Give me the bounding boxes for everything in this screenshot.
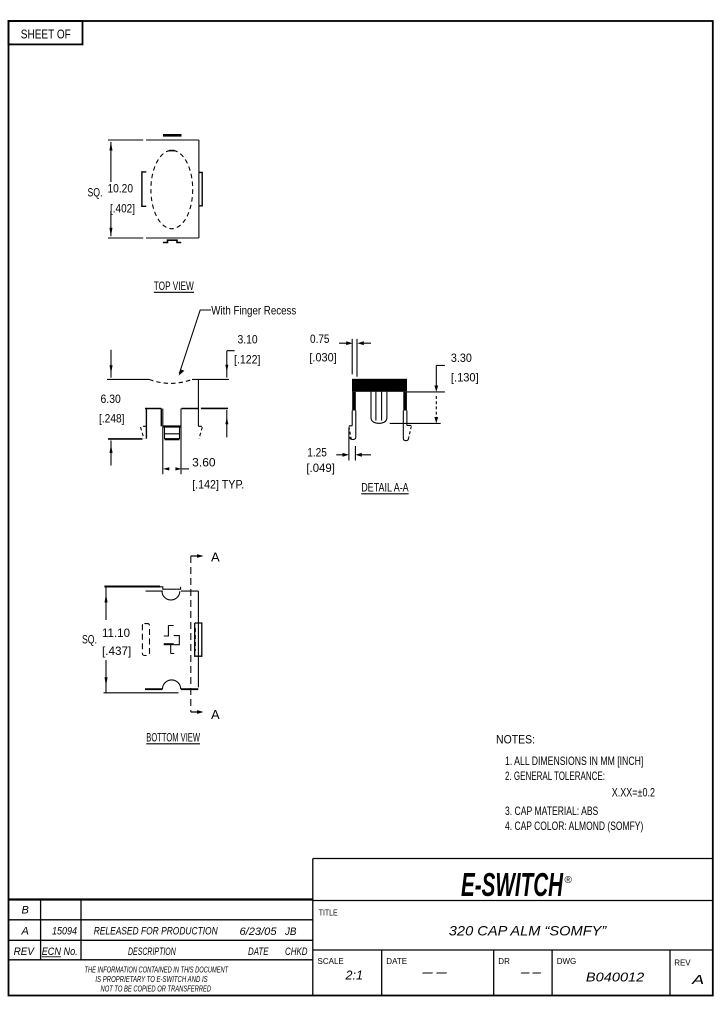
svg-text:ECN No.: ECN No. xyxy=(42,946,78,958)
svg-text:3.60: 3.60 xyxy=(192,456,216,470)
svg-text:NOTES:: NOTES: xyxy=(496,733,535,747)
svg-text:DESCRIPTION: DESCRIPTION xyxy=(128,946,176,958)
svg-text:[.248]: [.248] xyxy=(99,411,125,425)
svg-text:--: -- xyxy=(420,965,450,980)
svg-text:RELEASED FOR PRODUCTION: RELEASED FOR PRODUCTION xyxy=(94,926,218,938)
svg-text:15094: 15094 xyxy=(52,926,77,938)
svg-text:1. ALL DIMENSIONS IN MM [INCH]: 1. ALL DIMENSIONS IN MM [INCH] xyxy=(505,754,643,768)
svg-text:JB: JB xyxy=(284,926,296,938)
svg-text:DWG: DWG xyxy=(557,957,577,966)
svg-text:0.75: 0.75 xyxy=(310,332,330,346)
svg-text:6/23/05: 6/23/05 xyxy=(240,926,278,938)
svg-text:3. CAP MATERIAL: ABS: 3. CAP MATERIAL: ABS xyxy=(505,804,598,818)
svg-text:[.049]: [.049] xyxy=(306,461,335,475)
svg-text:IS PROPRIETARY TO E-SWITCH AND: IS PROPRIETARY TO E-SWITCH AND IS xyxy=(95,975,208,984)
svg-text:TOP VIEW: TOP VIEW xyxy=(154,279,194,293)
svg-text:CHKD: CHKD xyxy=(285,946,308,958)
svg-text:[.122]: [.122] xyxy=(234,353,261,367)
svg-text:1.25: 1.25 xyxy=(307,446,327,460)
svg-text:®: ® xyxy=(565,875,573,886)
svg-text:REV: REV xyxy=(674,959,691,968)
svg-text:[.142] TYP.: [.142] TYP. xyxy=(192,477,244,491)
svg-text:SQ.: SQ. xyxy=(82,633,97,647)
svg-text:BOTTOM VIEW: BOTTOM VIEW xyxy=(146,731,200,745)
svg-text:[.437]: [.437] xyxy=(102,644,131,658)
svg-text:6.30: 6.30 xyxy=(101,392,122,406)
svg-text:3.30: 3.30 xyxy=(451,351,472,365)
svg-text:THE INFORMATION CONTAINED IN T: THE INFORMATION CONTAINED IN THIS DOCUME… xyxy=(85,966,229,975)
svg-text:DATE: DATE xyxy=(248,946,269,958)
svg-text:320 CAP ALM “SOMFY”: 320 CAP ALM “SOMFY” xyxy=(449,923,608,939)
svg-text:SQ.: SQ. xyxy=(88,186,103,200)
svg-text:[.130]: [.130] xyxy=(451,371,479,385)
svg-text:4. CAP COLOR: ALMOND (SOMFY): 4. CAP COLOR: ALMOND (SOMFY) xyxy=(505,819,643,833)
svg-text:--: -- xyxy=(519,965,544,980)
svg-text:A: A xyxy=(211,707,220,722)
svg-text:[.402]: [.402] xyxy=(110,202,135,216)
svg-text:A: A xyxy=(691,972,704,987)
svg-text:A: A xyxy=(21,926,29,938)
svg-text:2:1: 2:1 xyxy=(345,968,363,983)
svg-text:E-SWITCH: E-SWITCH xyxy=(461,866,564,903)
svg-text:X.XX=±0.2: X.XX=±0.2 xyxy=(612,786,656,800)
svg-text:DETAIL A-A: DETAIL A-A xyxy=(361,481,409,495)
svg-text:[.030]: [.030] xyxy=(309,351,336,365)
svg-text:SHEET OF: SHEET OF xyxy=(21,27,71,42)
svg-text:DATE: DATE xyxy=(386,957,407,966)
svg-text:SCALE: SCALE xyxy=(318,957,344,966)
svg-text:NOT TO BE COPIED OR TRANSFERRE: NOT TO BE COPIED OR TRANSFERRED xyxy=(101,985,212,994)
svg-text:A: A xyxy=(211,549,220,564)
svg-text:B: B xyxy=(22,905,29,917)
svg-text:11.10: 11.10 xyxy=(102,626,130,640)
svg-text:With Finger Recess: With Finger Recess xyxy=(211,304,296,318)
svg-text:TITLE: TITLE xyxy=(319,909,338,918)
svg-text:10.20: 10.20 xyxy=(108,182,134,196)
svg-text:3.10: 3.10 xyxy=(238,333,258,347)
svg-text:REV: REV xyxy=(14,946,36,958)
svg-text:B040012: B040012 xyxy=(586,970,645,985)
svg-text:2. GENERAL TOLERANCE:: 2. GENERAL TOLERANCE: xyxy=(505,769,605,783)
svg-text:DR: DR xyxy=(498,957,510,966)
